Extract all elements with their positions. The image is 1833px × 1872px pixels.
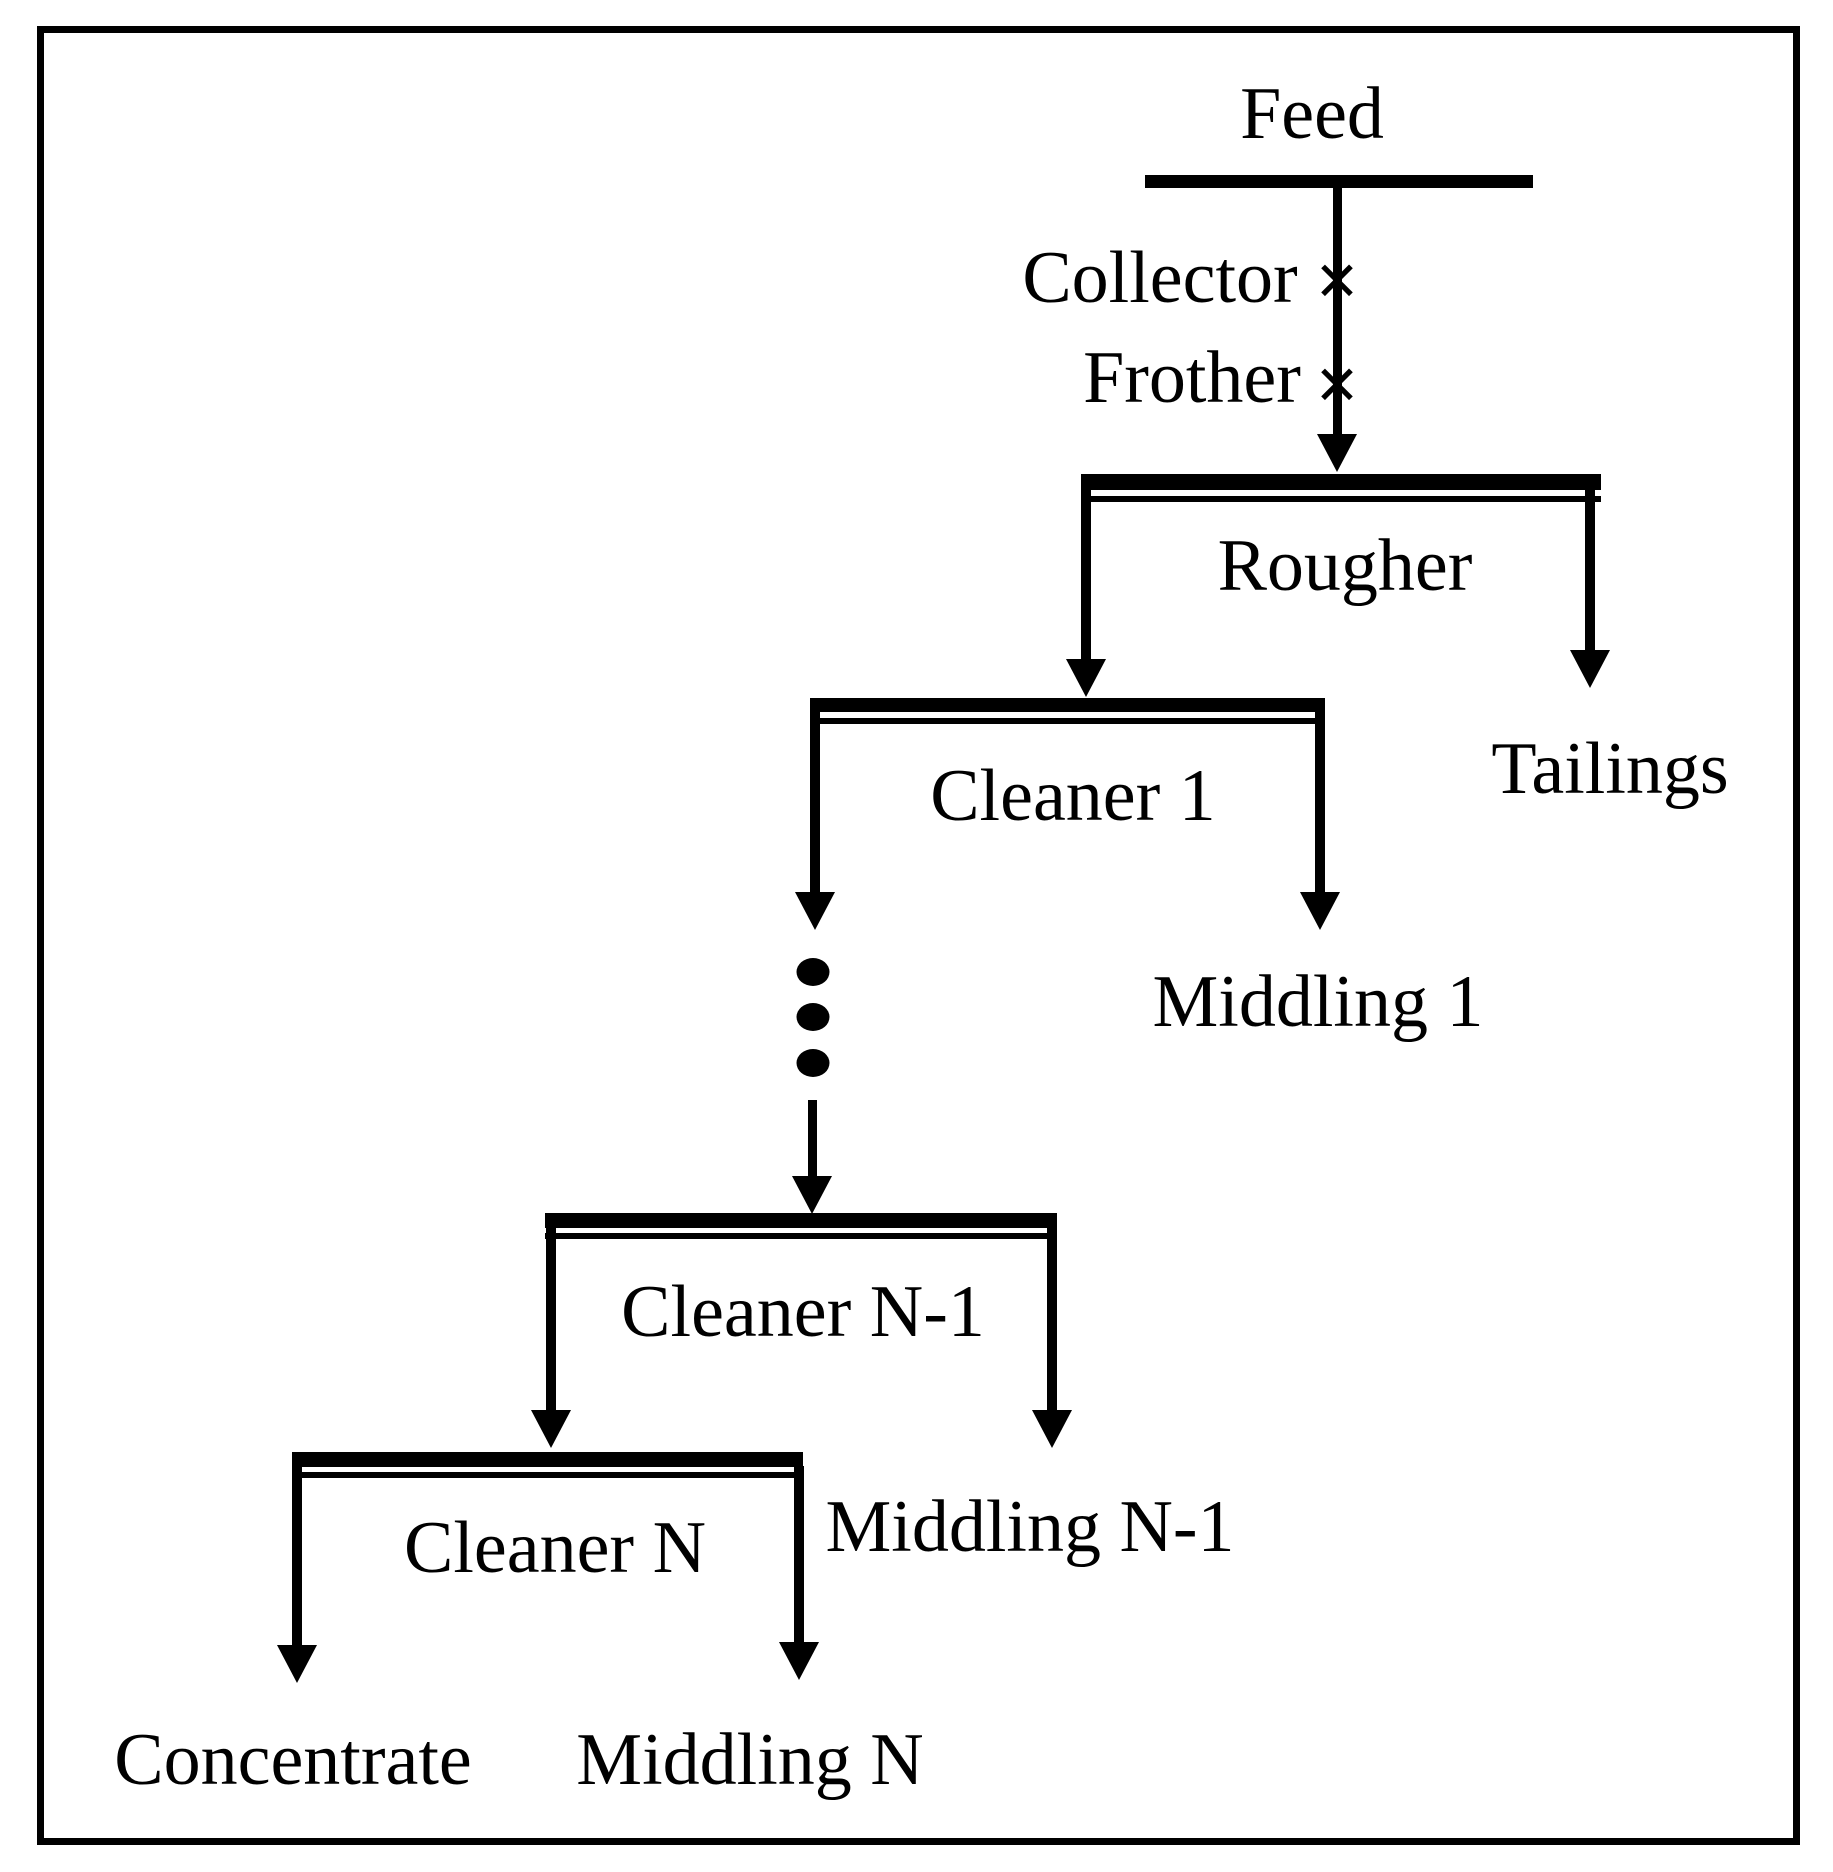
cleaner-n-minus-1-label: Cleaner N-1 [621, 1271, 985, 1353]
feed-stream-line [1333, 188, 1342, 440]
rougher-concentrate-line [1081, 488, 1091, 660]
arrowhead-down-icon [1570, 650, 1610, 688]
arrowhead-down-icon [795, 892, 835, 930]
cleaner-n-top-bar [292, 1452, 803, 1467]
cleaner-n-minus-1-froth-line [545, 1233, 1057, 1239]
concentrate-label: Concentrate [114, 1719, 472, 1801]
cleaner-1-froth-line [810, 718, 1325, 724]
cleaner-n-concentrate-line [292, 1466, 302, 1645]
rougher-cell-top-bar [1081, 474, 1601, 490]
arrowhead-down-icon [779, 1642, 819, 1680]
cleaner-n-froth-line [292, 1472, 803, 1478]
cleaner-n-middling-line [794, 1466, 804, 1642]
ellipsis-dot [796, 958, 830, 986]
ellipsis-dot [796, 1049, 830, 1077]
tailings-label: Tailings [1491, 728, 1729, 810]
cleaner-n-minus-1-top-bar [545, 1213, 1057, 1228]
feed-bar [1145, 175, 1533, 188]
arrowhead-down-icon [1032, 1410, 1072, 1448]
cleaner-1-top-bar [810, 698, 1325, 712]
cleaner-n-minus-1-concentrate-line [546, 1227, 556, 1410]
rougher-cell-froth-line [1081, 496, 1601, 502]
feed-label: Feed [1240, 73, 1384, 155]
outer-border [37, 26, 1800, 1845]
middling-n-minus-1-label: Middling N-1 [825, 1486, 1235, 1568]
arrowhead-down-icon [1300, 892, 1340, 930]
cleaner-n-label: Cleaner N [403, 1507, 707, 1589]
continuation-line [808, 1100, 817, 1180]
collector-label: Collector [1022, 237, 1298, 319]
arrowhead-down-icon [792, 1176, 832, 1214]
cleaner-n-minus-1-middling-line [1047, 1227, 1057, 1410]
cleaner-1-label: Cleaner 1 [930, 755, 1216, 837]
frother-addition-cross-icon: ✕ [1314, 354, 1360, 417]
rougher-label: Rougher [1217, 525, 1473, 607]
cleaner-1-middling-line [1315, 712, 1325, 892]
arrowhead-down-icon [531, 1410, 571, 1448]
arrowhead-down-icon [1066, 659, 1106, 697]
frother-label: Frother [1083, 337, 1301, 419]
arrowhead-down-icon [277, 1645, 317, 1683]
cleaner-1-concentrate-line [810, 712, 820, 892]
middling-n-label: Middling N [576, 1719, 924, 1801]
collector-addition-cross-icon: ✕ [1314, 250, 1360, 313]
arrowhead-down-icon [1317, 434, 1357, 472]
middling-1-label: Middling 1 [1152, 961, 1484, 1043]
ellipsis-dot [796, 1003, 830, 1031]
rougher-tailings-line [1585, 488, 1595, 651]
